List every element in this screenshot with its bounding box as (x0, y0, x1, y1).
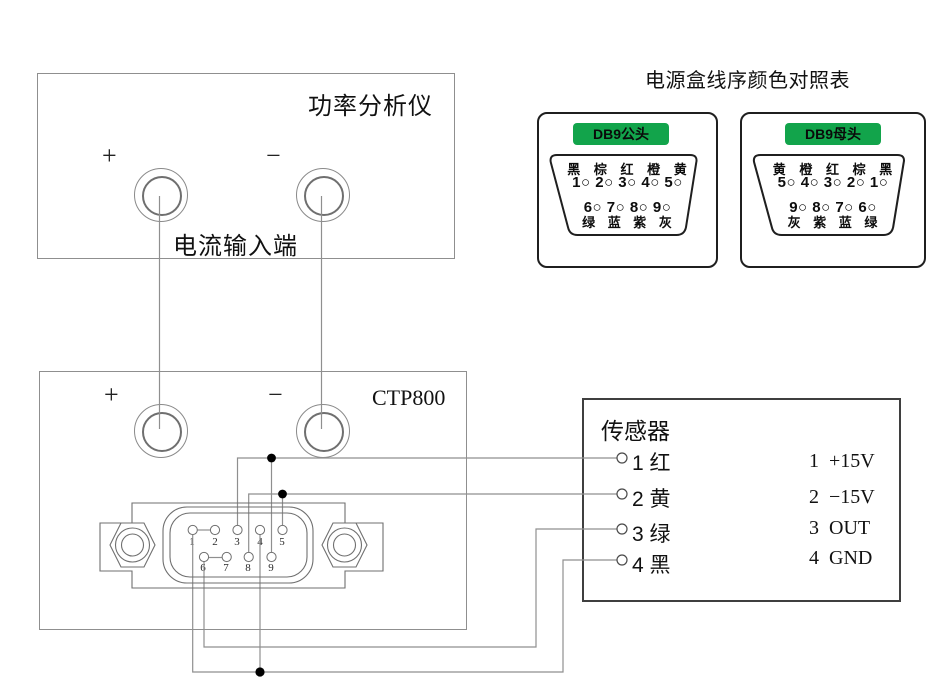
current-input-label: 电流输入端 (173, 233, 298, 260)
ctp800-title: CTP800 (372, 385, 446, 410)
sensor-pin-1-label: 1 红 (632, 452, 671, 475)
ctp800-plus-label: + (104, 380, 119, 409)
db9-pin-5-label: 5 (279, 536, 285, 548)
db9-pin-9-label: 9 (268, 562, 274, 574)
color-table-title: 电源盒线序颜色对照表 (645, 70, 850, 92)
power-terminal-minus-inner (304, 176, 344, 216)
db9-pin-2-label: 2 (212, 536, 218, 548)
db9-female-top-colors: 黄 橙 红 棕 黑 (772, 162, 894, 177)
sensor-spec-3: 3 OUT (809, 517, 871, 539)
db9-pin-1-label: 1 (189, 536, 195, 548)
sensor-title: 传感器 (601, 418, 670, 444)
power-terminal-plus-inner (142, 176, 182, 216)
db9-female-box: DB9母头 黄 橙 红 棕 黑 5○ 4○ 3○ 2○ 1○ 9○ 8○ 7○ … (740, 112, 926, 268)
power-terminal-minus-outer (296, 168, 350, 222)
db9-male-top-colors: 黑 棕 红 橙 黄 (567, 162, 688, 177)
sensor-pin-2-label: 2 黄 (632, 488, 671, 511)
ctp800-terminal-plus-inner (142, 412, 182, 452)
sensor-spec-2: 2 −15V (809, 486, 875, 508)
db9-male-badge: DB9公头 (573, 123, 669, 145)
db9-pin-6-label: 6 (200, 562, 206, 574)
ctp800-terminal-minus-inner (304, 412, 344, 452)
db9-female-badge: DB9母头 (785, 123, 881, 145)
power-analyzer-box: 功率分析仪 + − 电流输入端 (37, 73, 455, 260)
db9-female-bottom-colors: 灰 紫 蓝 绿 (787, 215, 879, 230)
power-minus-label: − (266, 141, 281, 170)
db9-male-bottom-colors: 绿 蓝 紫 灰 (582, 215, 673, 230)
power-terminal-plus-outer (134, 168, 188, 222)
power-plus-label: + (102, 141, 117, 170)
ctp800-terminal-plus-outer (134, 404, 188, 458)
junction-dot-black (255, 667, 265, 677)
ctp800-minus-label: − (268, 380, 283, 409)
db9-pin-3-label: 3 (234, 536, 240, 548)
db9-female-top-pins: 5○ 4○ 3○ 2○ 1○ (777, 174, 889, 191)
db9-male-box: DB9公头 黑 棕 红 橙 黄 1○ 2○ 3○ 4○ 5○ 6○ 7○ 8○ … (537, 112, 718, 268)
db9-pin-4-label: 4 (257, 536, 263, 548)
db9-male-bottom-pins: 6○ 7○ 8○ 9○ (583, 199, 672, 216)
sensor-pin-4-label: 4 黑 (632, 554, 671, 577)
db9-male-top-pins: 1○ 2○ 3○ 4○ 5○ (572, 174, 683, 191)
sensor-spec-4: 4 GND (809, 547, 873, 569)
sensor-spec-1: 1 +15V (809, 450, 875, 472)
sensor-box: 传感器 1 红 2 黄 3 绿 4 黑 1 +15V 2 −15V 3 OUT … (582, 398, 901, 602)
ctp800-box: + − CTP800 (39, 371, 467, 630)
db9-pin-8-label: 8 (245, 562, 251, 574)
db9-female-bottom-pins: 9○ 8○ 7○ 6○ (789, 199, 877, 216)
power-analyzer-title: 功率分析仪 (308, 93, 433, 120)
sensor-pin-3-label: 3 绿 (632, 523, 671, 546)
db9-pin-7-label: 7 (223, 562, 229, 574)
